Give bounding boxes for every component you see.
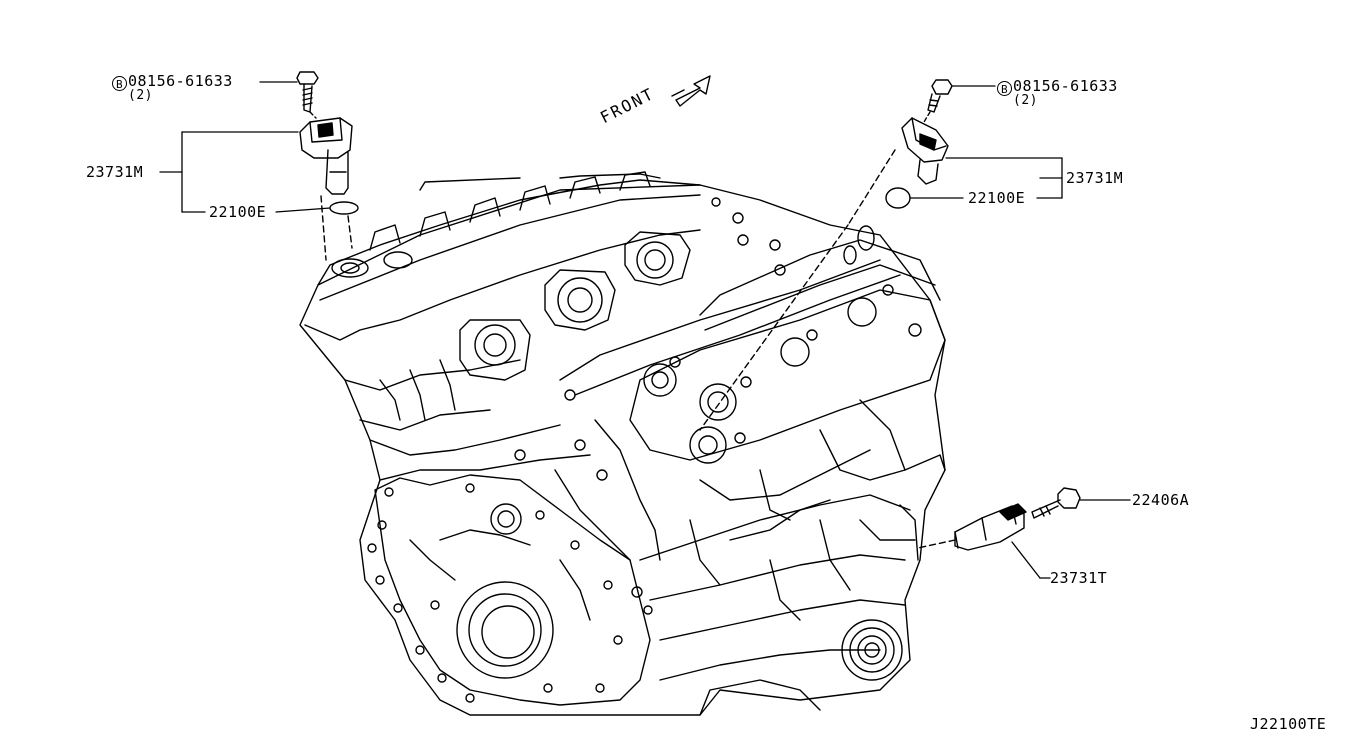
callout-sensor-right: 23731M bbox=[1066, 169, 1124, 187]
part-number: 08156-61633 bbox=[128, 72, 233, 90]
right-o-ring bbox=[886, 188, 910, 208]
right-install-path bbox=[848, 150, 895, 225]
engine-block bbox=[300, 172, 945, 715]
right-cam-sensor bbox=[902, 118, 948, 184]
callout-bolt-left-qty: (2) bbox=[128, 88, 153, 103]
callout-crank-bolt: 22406A bbox=[1132, 491, 1190, 509]
part-number: 08156-61633 bbox=[1013, 77, 1118, 95]
left-cam-sensor bbox=[300, 118, 352, 194]
diagram-code: J22100TE bbox=[1250, 715, 1327, 733]
crank-bolt bbox=[1032, 488, 1080, 518]
left-install-path bbox=[321, 196, 326, 260]
bolt-symbol-icon: B bbox=[112, 76, 127, 91]
crank-install-path bbox=[918, 540, 955, 548]
left-o-ring bbox=[330, 202, 358, 214]
right-bolt bbox=[928, 80, 952, 112]
crank-sensor bbox=[955, 504, 1026, 550]
callout-crank-sensor: 23731T bbox=[1050, 569, 1108, 587]
left-bolt bbox=[297, 72, 318, 112]
bolt-symbol-icon: B bbox=[997, 81, 1012, 96]
callout-seal-right: 22100E bbox=[968, 189, 1026, 207]
callout-sensor-left: 23731M bbox=[86, 163, 144, 181]
callout-bolt-right-qty: (2) bbox=[1013, 93, 1038, 108]
leader-lines bbox=[160, 82, 1130, 578]
callout-seal-left: 22100E bbox=[209, 203, 267, 221]
front-arrow-icon bbox=[672, 76, 710, 106]
